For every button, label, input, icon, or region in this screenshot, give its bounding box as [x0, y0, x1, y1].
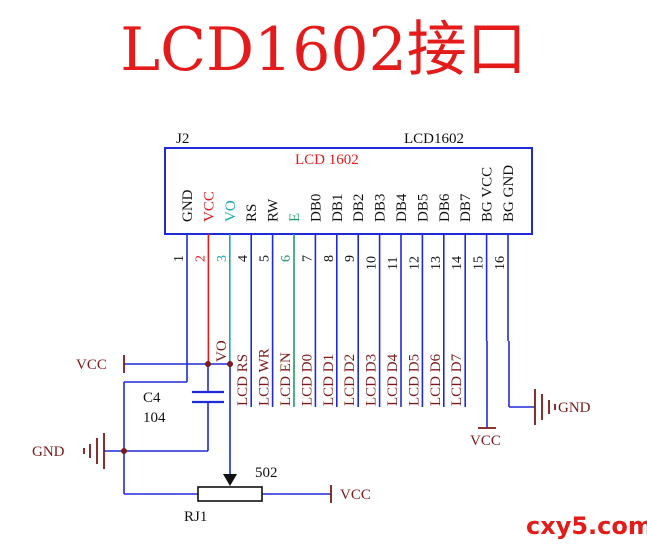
pin-number: 12: [407, 256, 422, 270]
potentiometer-wiper-arrow: [223, 474, 237, 486]
net-label: LCD EN: [278, 352, 294, 406]
pin-name: BG GND: [501, 165, 517, 222]
vcc-pot-label: VCC: [340, 487, 371, 503]
connector-pin: VCC 2: [193, 191, 217, 364]
pin-number: 16: [493, 256, 508, 270]
pin-name: DB0: [308, 194, 324, 222]
pin-number: 13: [429, 256, 444, 270]
gnd-port-pin16: [508, 341, 556, 425]
vcc-port-pin15: [478, 341, 496, 429]
pin-number: 8: [322, 255, 337, 262]
gnd-port-left: [83, 433, 105, 469]
potentiometer-symbol: [197, 486, 263, 502]
potentiometer-value: 502: [255, 465, 278, 481]
junction-dot: [227, 361, 233, 367]
connector-pin: BG GND 16: [493, 165, 517, 341]
connector-inner-label: LCD 1602: [295, 152, 359, 168]
vo-network: [104, 363, 331, 495]
pin-name: DB4: [394, 193, 410, 222]
net-label: LCD D4: [385, 353, 401, 406]
pin-name: DB1: [330, 194, 346, 222]
pin-number: 5: [258, 255, 273, 262]
connector-pin: GND 1: [172, 189, 196, 364]
net-label: LCD D2: [342, 354, 358, 406]
gnd-left-label: GND: [32, 444, 65, 460]
net-label: LCD D5: [406, 354, 422, 406]
connector-body: [164, 147, 533, 235]
pin-name: BG VCC: [480, 167, 496, 222]
pin-number: 11: [386, 257, 401, 270]
pin-name: DB6: [437, 193, 453, 222]
gnd-pin16-label: GND: [558, 400, 591, 416]
pin-name: DB5: [415, 194, 431, 222]
pin-number: 10: [365, 256, 380, 270]
pin-number: 7: [300, 255, 315, 262]
junction-dot: [121, 448, 127, 454]
pin-name: RS: [244, 204, 260, 222]
pin-name: GND: [180, 189, 196, 222]
pin-name: DB3: [373, 194, 389, 222]
vcc-pin15-label: VCC: [470, 433, 501, 449]
pin-number: 15: [472, 256, 487, 270]
pin-name: VCC: [201, 191, 217, 222]
capacitor-value: 104: [143, 410, 166, 426]
pin-number: 9: [343, 255, 358, 262]
net-label: LCD RS: [235, 354, 251, 406]
pin-number: 14: [450, 256, 465, 270]
connector-pin: BG VCC 15: [472, 167, 496, 341]
potentiometer-designator: RJ1: [184, 509, 207, 525]
pin-number: 1: [172, 255, 187, 262]
pin-name: E: [287, 213, 303, 222]
net-label: LCD D1: [321, 354, 337, 406]
capacitor-designator: C4: [143, 390, 161, 406]
pin-name: DB2: [351, 194, 367, 222]
watermark-text: cxy5.com: [526, 512, 647, 540]
pin-number: 2: [193, 255, 208, 262]
connector-designator: J2: [176, 131, 189, 147]
net-label: LCD D6: [428, 353, 444, 406]
pin-number: 4: [236, 255, 251, 262]
capacitor-symbol: [192, 390, 224, 404]
net-label: LCD D3: [364, 354, 380, 406]
connector-part-value: LCD1602: [404, 131, 464, 147]
pin-name: VO: [223, 200, 239, 222]
net-label: VO: [214, 340, 230, 362]
pin-number: 6: [279, 255, 294, 262]
junction-dot: [205, 361, 211, 367]
vcc-left-label: VCC: [76, 357, 107, 373]
net-label: LCD D0: [299, 354, 315, 406]
pin-name: DB7: [458, 193, 474, 222]
net-label: LCD D7: [449, 353, 465, 406]
page-title: LCD1602接口: [120, 15, 527, 85]
pin-number: 3: [215, 255, 230, 262]
pin-name: RW: [266, 198, 282, 222]
net-label: LCD WR: [257, 348, 273, 406]
